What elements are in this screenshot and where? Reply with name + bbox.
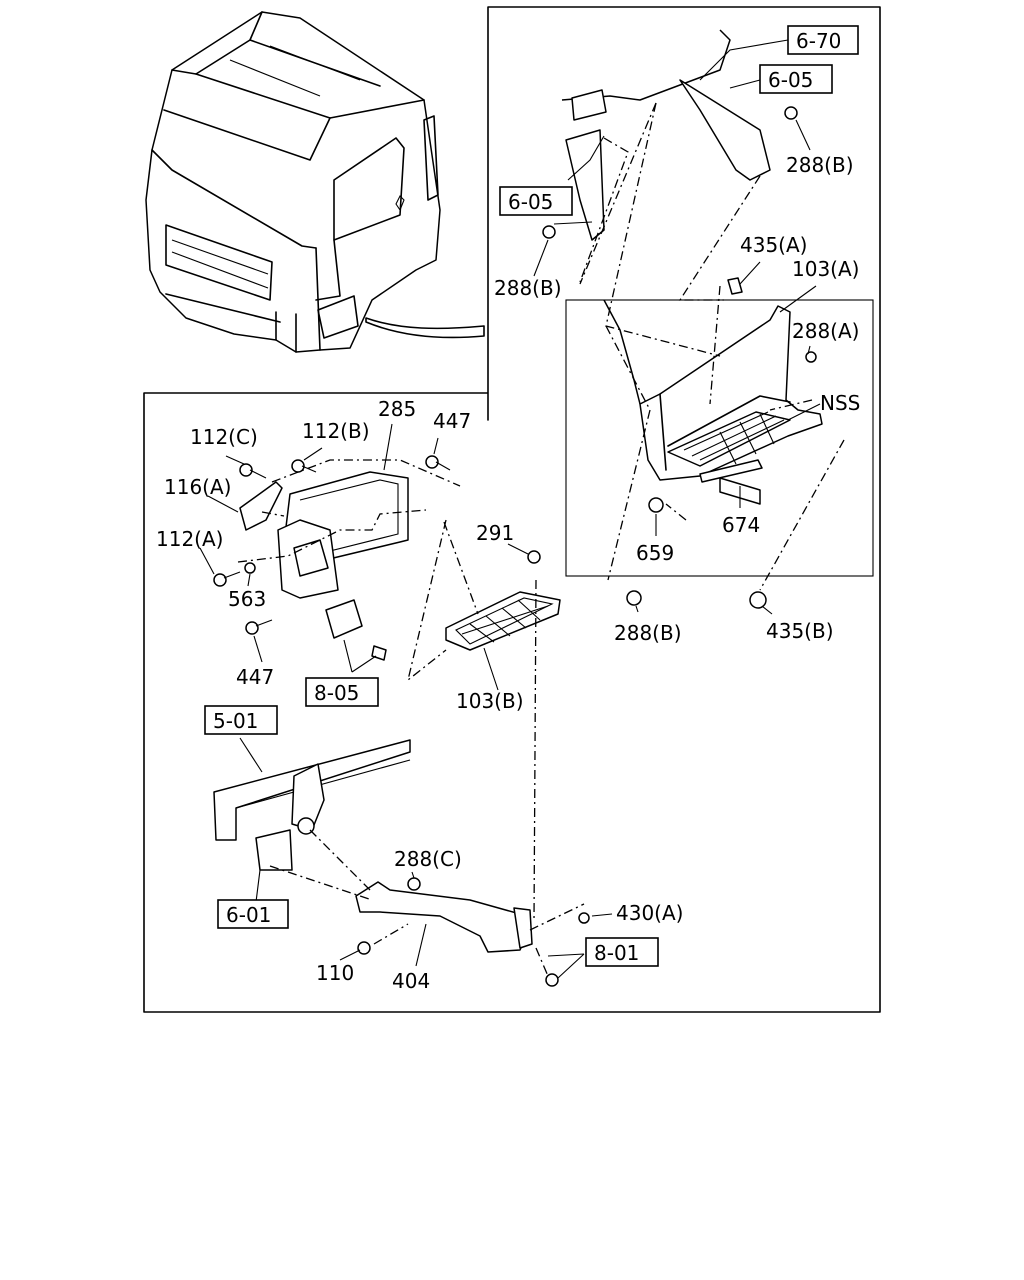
label-116a: 116(A) <box>164 475 231 499</box>
ref-6-01[interactable]: 6-01 <box>217 899 289 929</box>
ref-6-05-top-text: 6-05 <box>768 68 813 92</box>
label-430a: 430(A) <box>616 901 683 925</box>
label-288a: 288(A) <box>792 319 859 343</box>
ref-6-01-text: 6-01 <box>226 903 271 927</box>
label-112c: 112(C) <box>190 425 258 449</box>
part-labels: 112(C) 112(B) 285 447 116(A) 112(A) 563 … <box>156 153 860 993</box>
label-110: 110 <box>316 961 354 985</box>
ref-6-05-left[interactable]: 6-05 <box>499 186 573 216</box>
label-288b-top: 288(B) <box>786 153 854 177</box>
label-404: 404 <box>392 969 430 993</box>
label-285: 285 <box>378 397 416 421</box>
label-nss: NSS <box>820 391 860 415</box>
label-112a: 112(A) <box>156 527 223 551</box>
label-674: 674 <box>722 513 760 537</box>
truck-cab-illustration <box>145 11 485 353</box>
reference-boxes: 6-70 6-05 6-05 8-05 5-01 6-01 8-01 <box>204 25 859 967</box>
label-288b-left: 288(B) <box>494 276 562 300</box>
ref-6-05-left-text: 6-05 <box>508 190 553 214</box>
label-447-top: 447 <box>433 409 471 433</box>
label-288c: 288(C) <box>394 847 462 871</box>
callout-leaders <box>199 39 821 979</box>
ref-8-01[interactable]: 8-01 <box>585 937 659 967</box>
label-563: 563 <box>228 587 266 611</box>
ref-6-70-text: 6-70 <box>796 29 841 53</box>
nss-step-assembly <box>542 29 823 609</box>
label-659: 659 <box>636 541 674 565</box>
ref-5-01[interactable]: 5-01 <box>204 705 278 735</box>
leader-lines-lower <box>237 459 585 977</box>
diagram-frames <box>143 6 881 1013</box>
label-103a: 103(A) <box>792 257 859 281</box>
label-288b-bottom: 288(B) <box>614 621 682 645</box>
label-447-bottom: 447 <box>236 665 274 689</box>
ref-5-01-text: 5-01 <box>213 709 258 733</box>
ref-6-70[interactable]: 6-70 <box>787 25 859 55</box>
label-103b: 103(B) <box>456 689 524 713</box>
label-291: 291 <box>476 521 514 545</box>
label-435b: 435(B) <box>766 619 834 643</box>
ref-8-05-text: 8-05 <box>314 681 359 705</box>
ref-8-01-text: 8-01 <box>594 941 639 965</box>
ref-8-05[interactable]: 8-05 <box>305 677 379 707</box>
label-435a: 435(A) <box>740 233 807 257</box>
label-112b: 112(B) <box>302 419 370 443</box>
ref-6-05-top[interactable]: 6-05 <box>759 64 833 94</box>
leader-lines-upper <box>579 102 845 591</box>
